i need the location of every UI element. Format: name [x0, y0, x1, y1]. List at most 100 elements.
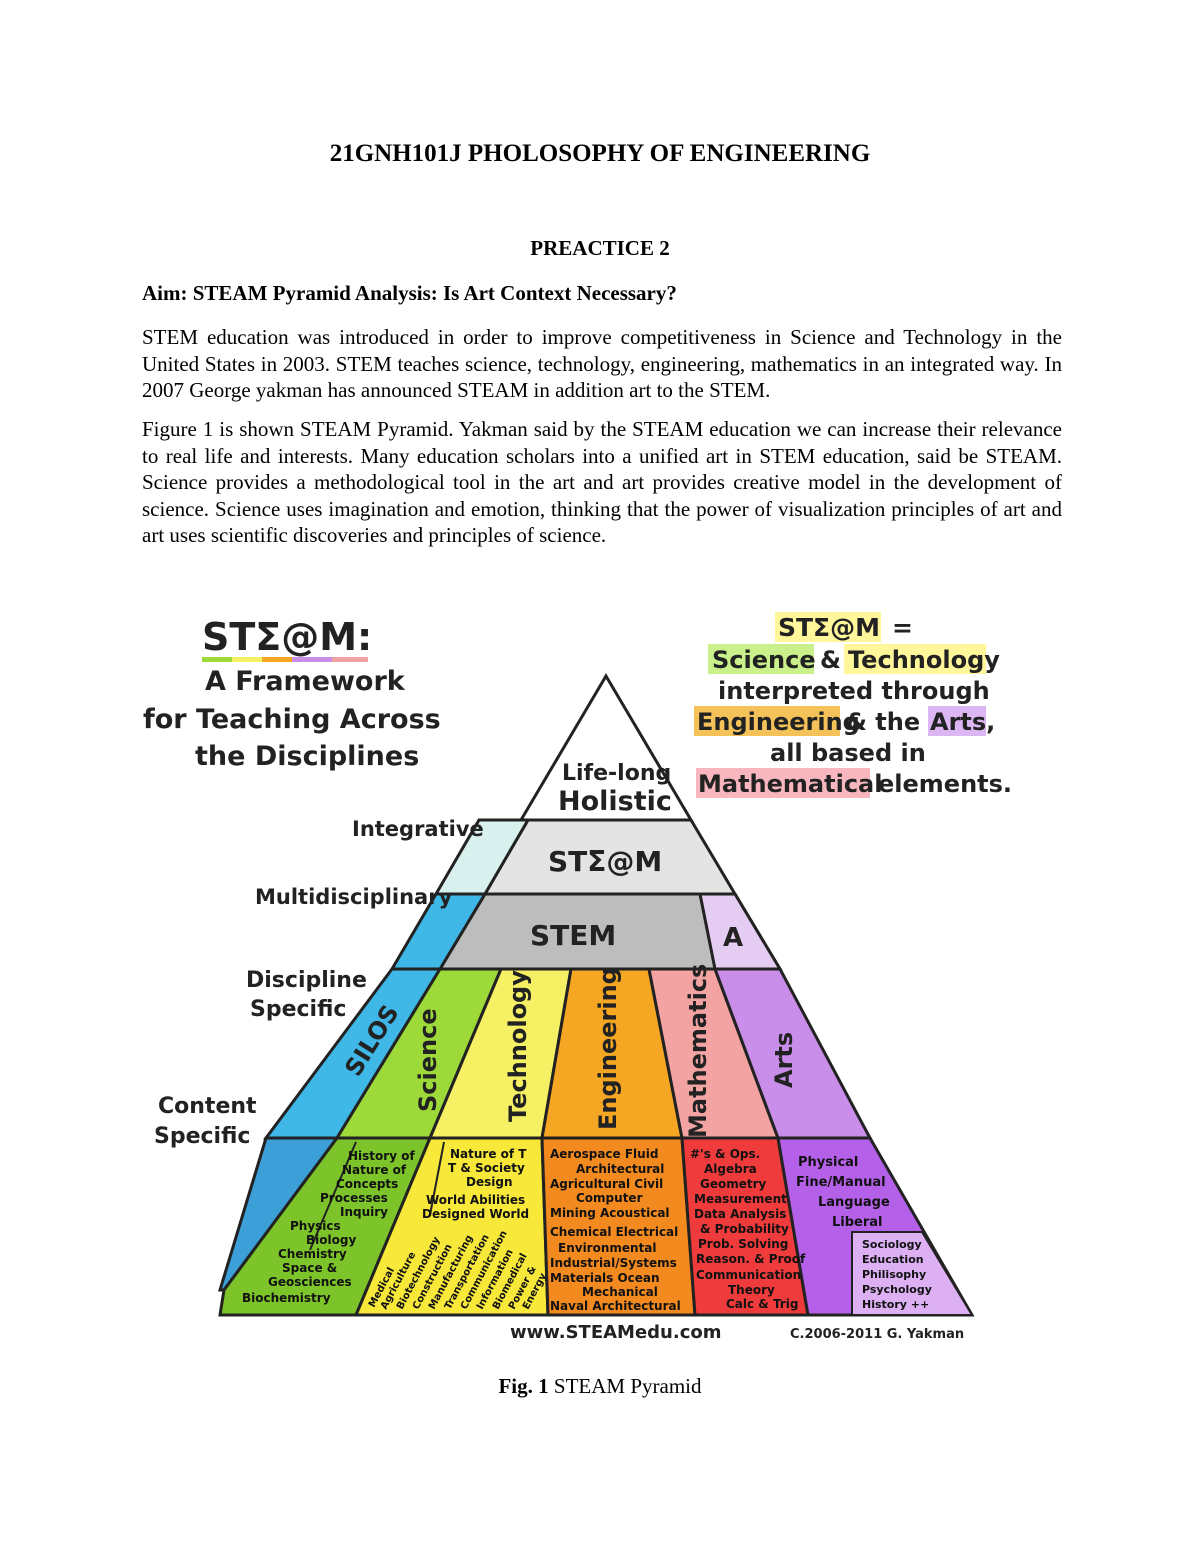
content-text: Theory	[728, 1283, 775, 1297]
content-text: Design	[466, 1175, 513, 1189]
divider-technology	[429, 1141, 445, 1216]
content-text: Concepts	[336, 1177, 398, 1191]
highlight-science	[708, 644, 814, 674]
definition-based: all based in	[770, 739, 926, 767]
definition-elements: elements.	[878, 770, 1012, 798]
content-text: T & Society	[448, 1161, 525, 1175]
content-text: Mining Acoustical	[550, 1206, 670, 1220]
highlight-technology	[844, 644, 986, 674]
content-text: Biology	[306, 1233, 356, 1247]
definition-mathematical: Mathematical	[698, 770, 882, 798]
label-integrative: Integrative	[352, 817, 484, 841]
content-text: Psychology	[862, 1283, 932, 1296]
content-science-a: History of Nature of Concepts Processes …	[320, 1149, 415, 1219]
underline-a	[292, 657, 332, 662]
tier-stem-label: STEM	[530, 919, 616, 952]
column-label-technology: Technology	[504, 970, 532, 1122]
content-text: Algebra	[704, 1162, 757, 1176]
definition-the: & the	[846, 708, 920, 736]
highlight-arts	[928, 706, 986, 736]
content-text: Prob. Solving	[698, 1237, 788, 1251]
definition-equals: =	[892, 613, 913, 642]
content-text: Biochemistry	[242, 1291, 331, 1305]
tier-top-label-2: Holistic	[558, 786, 672, 817]
label-multidisciplinary: Multidisciplinary	[255, 885, 453, 909]
content-text: Physical	[798, 1155, 858, 1170]
highlight-mathematical	[696, 768, 870, 798]
content-text: Calc & Trig	[726, 1297, 798, 1311]
content-text: Computer	[576, 1191, 643, 1205]
content-text: Processes	[320, 1191, 388, 1205]
column-label-arts: Arts	[770, 1032, 798, 1088]
content-text: Geosciences	[268, 1275, 352, 1289]
content-text: Architectural	[576, 1162, 664, 1176]
tier-top-label-1: Life-long	[562, 761, 671, 786]
content-text: #'s & Ops.	[690, 1147, 760, 1161]
tier-steam-label: STΣ@M	[548, 845, 662, 878]
content-text: Environmental	[558, 1241, 657, 1255]
content-text: World Abilities	[426, 1193, 525, 1207]
subtitle-line-3: the Disciplines	[195, 741, 419, 772]
content-text: Sociology	[862, 1238, 922, 1251]
content-science-b: Physics Biology Chemistry Space & Geosci…	[242, 1219, 356, 1305]
underline-t	[232, 657, 262, 662]
definition-arts: Arts,	[930, 708, 995, 736]
definition-interpreted: interpreted through	[718, 677, 990, 705]
content-text: Education	[862, 1253, 924, 1266]
paragraph-2: Figure 1 is shown STEAM Pyramid. Yakman …	[142, 417, 1062, 547]
tier-top	[479, 673, 694, 822]
figure-heading: STΣ@M:	[202, 615, 372, 659]
practice-heading: PREACTICE 2	[530, 236, 670, 260]
column-label-science: Science	[414, 1008, 442, 1112]
content-text: Aerospace Fluid	[550, 1147, 658, 1161]
content-text: Reason. & Proof	[696, 1252, 806, 1266]
content-text: & Probability	[700, 1222, 789, 1236]
content-text: History ++	[862, 1298, 929, 1311]
column-label-engineering: Engineering	[594, 967, 622, 1130]
document-title: 21GNH101J PHOLOSOPHY OF ENGINEERING	[329, 140, 871, 167]
column-label-mathematics: Mathematics	[684, 964, 712, 1138]
content-text: Philisophy	[862, 1268, 926, 1281]
content-text: Physics	[290, 1219, 341, 1233]
content-text: Communication	[696, 1268, 801, 1282]
content-text: History of	[348, 1149, 415, 1163]
content-text: Industrial/Systems	[550, 1256, 677, 1270]
content-arts-b: Sociology Education Philisophy Psycholog…	[862, 1238, 932, 1311]
aim-heading: Aim: STEAM Pyramid Analysis: Is Art Cont…	[142, 281, 677, 305]
content-text: Nature of	[342, 1163, 407, 1177]
figure-footer-credit: C.2006-2011 G. Yakman	[790, 1327, 964, 1342]
content-text: Data Analysis	[694, 1207, 786, 1221]
definition-technology: Technology	[848, 646, 1000, 674]
content-text: Liberal	[832, 1215, 883, 1230]
definition-and: &	[820, 646, 841, 674]
figure-caption: Fig. 1 STEAM Pyramid	[0, 1374, 1200, 1399]
content-technology-a: Nature of T T & Society Design World Abi…	[422, 1147, 529, 1221]
subtitle-line-2: for Teaching Across	[143, 704, 441, 735]
content-text: Inquiry	[340, 1205, 388, 1219]
content-text: Measurement	[694, 1192, 787, 1206]
caption-text: STEAM Pyramid	[548, 1374, 702, 1398]
content-science	[218, 1136, 433, 1317]
content-mathematics-text: #'s & Ops. Algebra Geometry Measurement …	[690, 1147, 806, 1311]
paragraph-1: STEM education was introduced in order t…	[142, 325, 1062, 402]
label-discipline-specific: Specific	[250, 997, 346, 1022]
highlight-engineering	[694, 706, 840, 736]
subtitle-line-1: A Framework	[205, 666, 406, 697]
content-text: Materials Ocean	[550, 1271, 660, 1285]
content-text: Chemistry	[278, 1247, 347, 1261]
content-text: Space &	[282, 1261, 337, 1275]
definition-steam: STΣ@M	[778, 613, 880, 642]
highlight-steam	[775, 612, 881, 642]
content-text: Nature of T	[450, 1147, 527, 1161]
label-content-specific: Specific	[154, 1124, 250, 1149]
definition-science: Science	[712, 646, 816, 674]
figure-footer-url: www.STEAMedu.com	[510, 1322, 722, 1343]
definition-engineering: Engineering	[697, 708, 860, 736]
divider-science	[309, 1141, 357, 1251]
content-text: Naval Architectural	[550, 1299, 681, 1313]
underline-m	[332, 657, 368, 662]
content-text: Chemical Electrical	[550, 1225, 678, 1239]
underline-e	[262, 657, 292, 662]
content-text: Agricultural Civil	[550, 1177, 663, 1191]
